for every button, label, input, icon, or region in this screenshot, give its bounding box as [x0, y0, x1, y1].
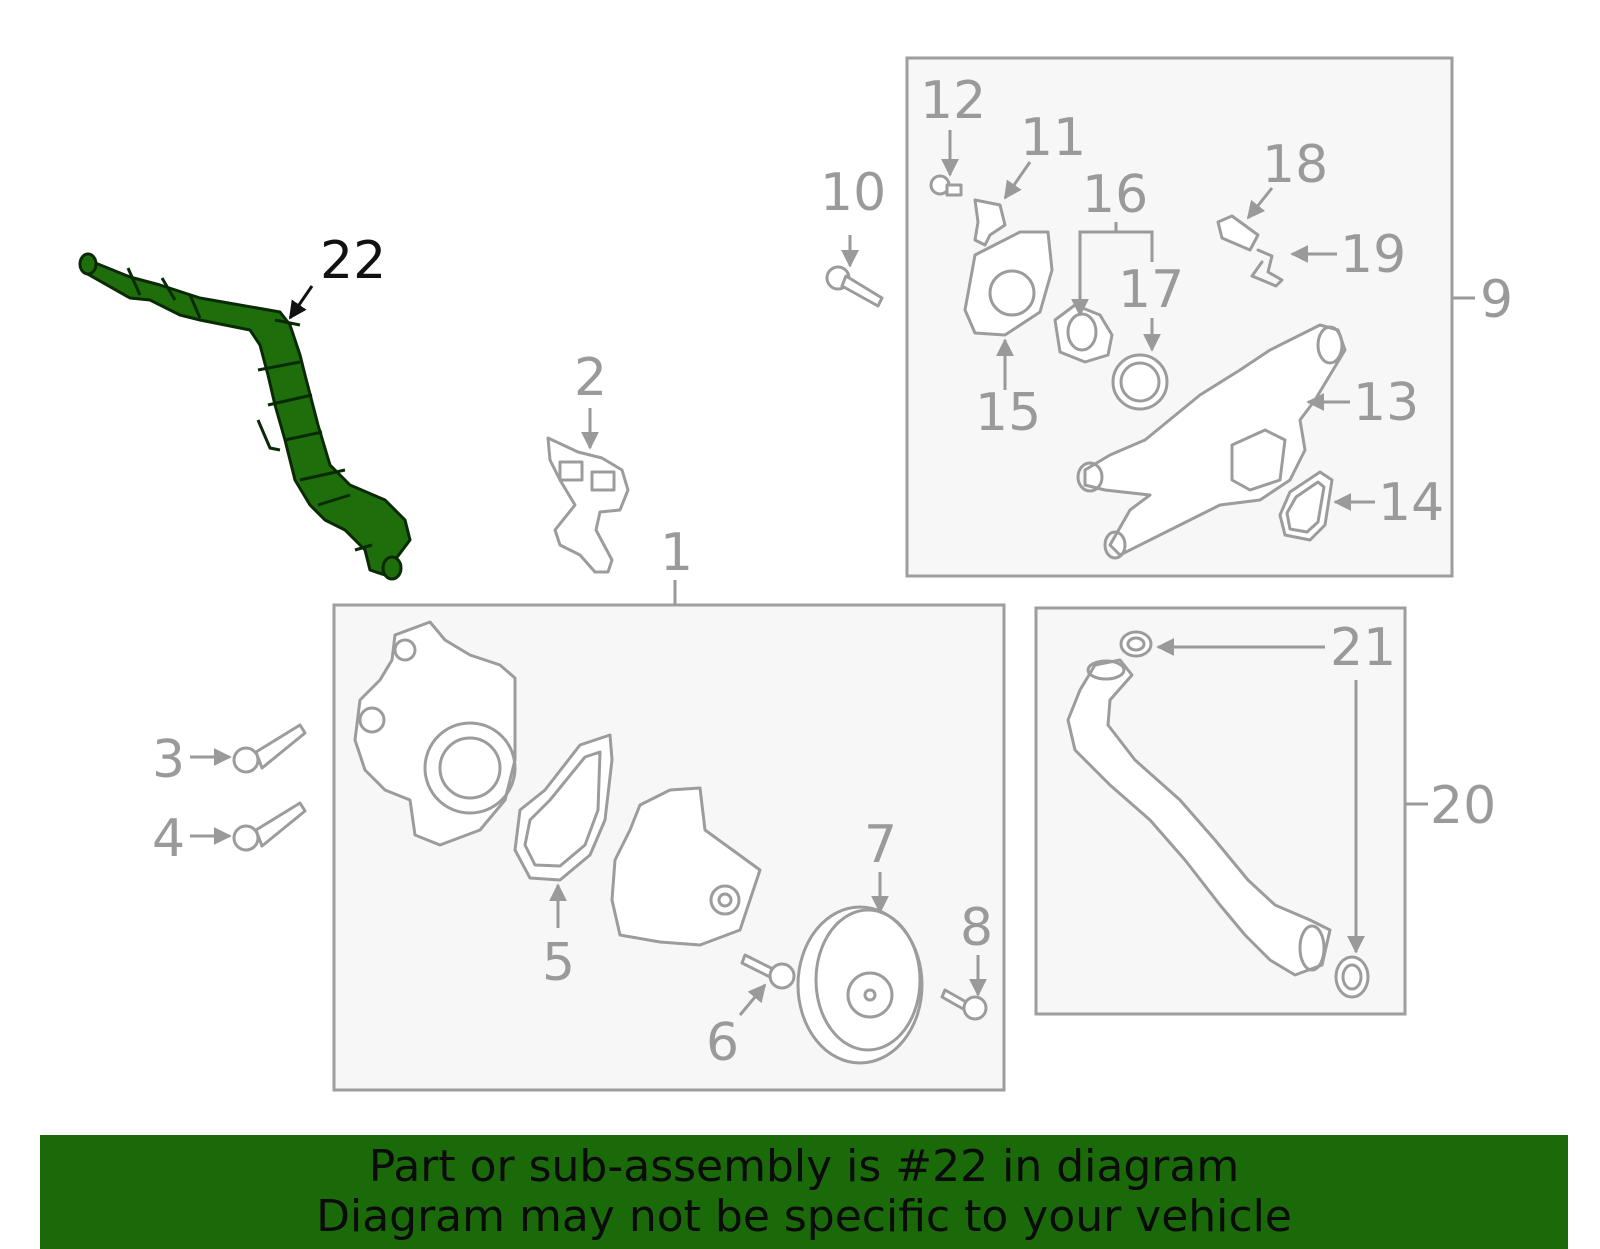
- callout-5: 5: [542, 933, 575, 993]
- callout-22: 22: [320, 231, 386, 291]
- part-11-bracket[interactable]: [973, 198, 1007, 247]
- callout-7: 7: [864, 815, 897, 875]
- part-7-pulley[interactable]: [796, 905, 924, 1065]
- part-5-gasket[interactable]: [513, 733, 614, 882]
- callout-3: 3: [152, 730, 185, 790]
- callout-17: 17: [1118, 260, 1184, 320]
- callout-21: 21: [1330, 618, 1396, 678]
- callout-6: 6: [706, 1013, 739, 1073]
- part-20-hose[interactable]: [1066, 658, 1332, 977]
- callout-11: 11: [1020, 108, 1086, 168]
- part-14-gasket[interactable]: [1278, 470, 1334, 542]
- part-2-gasket[interactable]: [546, 436, 630, 574]
- part-13-thermostat-housing[interactable]: [1076, 323, 1347, 560]
- info-banner: Part or sub-assembly is #22 in diagram D…: [40, 1135, 1568, 1249]
- callout-14: 14: [1378, 473, 1444, 533]
- callout-9: 9: [1480, 270, 1513, 330]
- part-6-bolt[interactable]: [740, 953, 796, 990]
- part-10-bolt[interactable]: [825, 265, 884, 308]
- part-8-bolt[interactable]: [940, 988, 988, 1021]
- callout-15: 15: [975, 383, 1041, 443]
- banner-line-2: Diagram may not be specific to your vehi…: [316, 1191, 1292, 1242]
- part-1-pump-housing[interactable]: [353, 620, 517, 847]
- part-17-oring[interactable]: [1111, 353, 1169, 411]
- part-21-oring-bottom[interactable]: [1334, 955, 1370, 999]
- part-2-hole: [558, 460, 584, 482]
- callout-13: 13: [1353, 373, 1419, 433]
- callout-16: 16: [1082, 165, 1148, 225]
- banner-line-1: Part or sub-assembly is #22 in diagram: [368, 1141, 1240, 1192]
- part-22-water-pipe[interactable]: [78, 252, 412, 581]
- callout-2: 2: [574, 348, 607, 408]
- part-18-sensor[interactable]: [1216, 214, 1260, 252]
- part-15-cover[interactable]: [963, 230, 1054, 337]
- callout-4: 4: [152, 809, 185, 869]
- part-19-clip[interactable]: [1250, 248, 1284, 288]
- callout-12: 12: [920, 71, 986, 131]
- callout-1: 1: [660, 523, 693, 583]
- part-pump-body[interactable]: [610, 786, 762, 947]
- callout-19: 19: [1340, 225, 1406, 285]
- part-3-bolt[interactable]: [232, 723, 307, 774]
- part-4-bolt[interactable]: [232, 801, 307, 852]
- callout-20: 20: [1430, 776, 1496, 836]
- callout-8: 8: [960, 898, 993, 958]
- part-16-thermostat[interactable]: [1053, 303, 1114, 364]
- part-2-hole: [590, 470, 616, 492]
- callout-18: 18: [1262, 135, 1328, 195]
- part-12-bolt[interactable]: [929, 174, 963, 197]
- leaders: [190, 130, 1375, 1016]
- callout-10: 10: [820, 163, 886, 223]
- part-21-oring-top[interactable]: [1119, 630, 1153, 658]
- part-5-inner: [523, 750, 602, 868]
